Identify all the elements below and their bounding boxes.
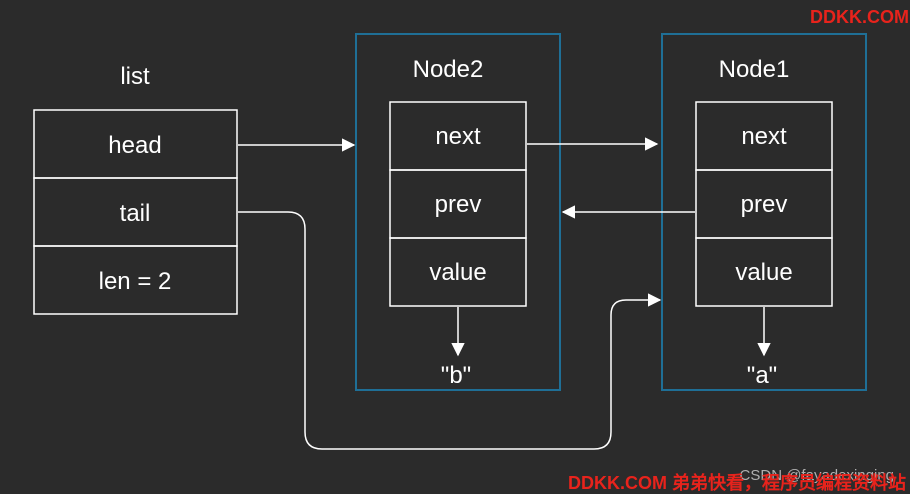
node2-next-label: next xyxy=(435,123,481,150)
node2-title: Node2 xyxy=(413,56,484,83)
list-len-cell xyxy=(33,245,238,315)
watermark-bottom-right: DDKK.COM 弟弟快看，程序员编程资料站 xyxy=(568,472,906,493)
watermark-csdn: CSDN @fayadexinging xyxy=(740,467,894,484)
node1-next-label: next xyxy=(741,123,787,150)
node1-value-text: "a" xyxy=(747,362,777,389)
list-struct: head tail len = 2 xyxy=(33,109,238,315)
watermark-top-right: DDKK.COM xyxy=(810,7,909,27)
node2-value-text: "b" xyxy=(441,362,471,389)
list-tail-label: tail xyxy=(120,200,151,227)
list-head-label: head xyxy=(108,132,161,159)
node1-value-cell xyxy=(695,237,833,307)
list-title: list xyxy=(120,63,150,90)
node1-title: Node1 xyxy=(719,56,790,83)
node2: Node2 next prev value "b" xyxy=(355,33,561,391)
node1-prev-label: prev xyxy=(741,191,788,218)
node1-value-label: value xyxy=(735,259,792,286)
node2-value-label: value xyxy=(429,259,486,286)
node2-value-cell xyxy=(389,237,527,307)
node2-container xyxy=(355,33,561,391)
tail-to-node1-arrow xyxy=(238,211,662,450)
list-len-label: len = 2 xyxy=(99,268,172,295)
node2-prev-label: prev xyxy=(435,191,482,218)
